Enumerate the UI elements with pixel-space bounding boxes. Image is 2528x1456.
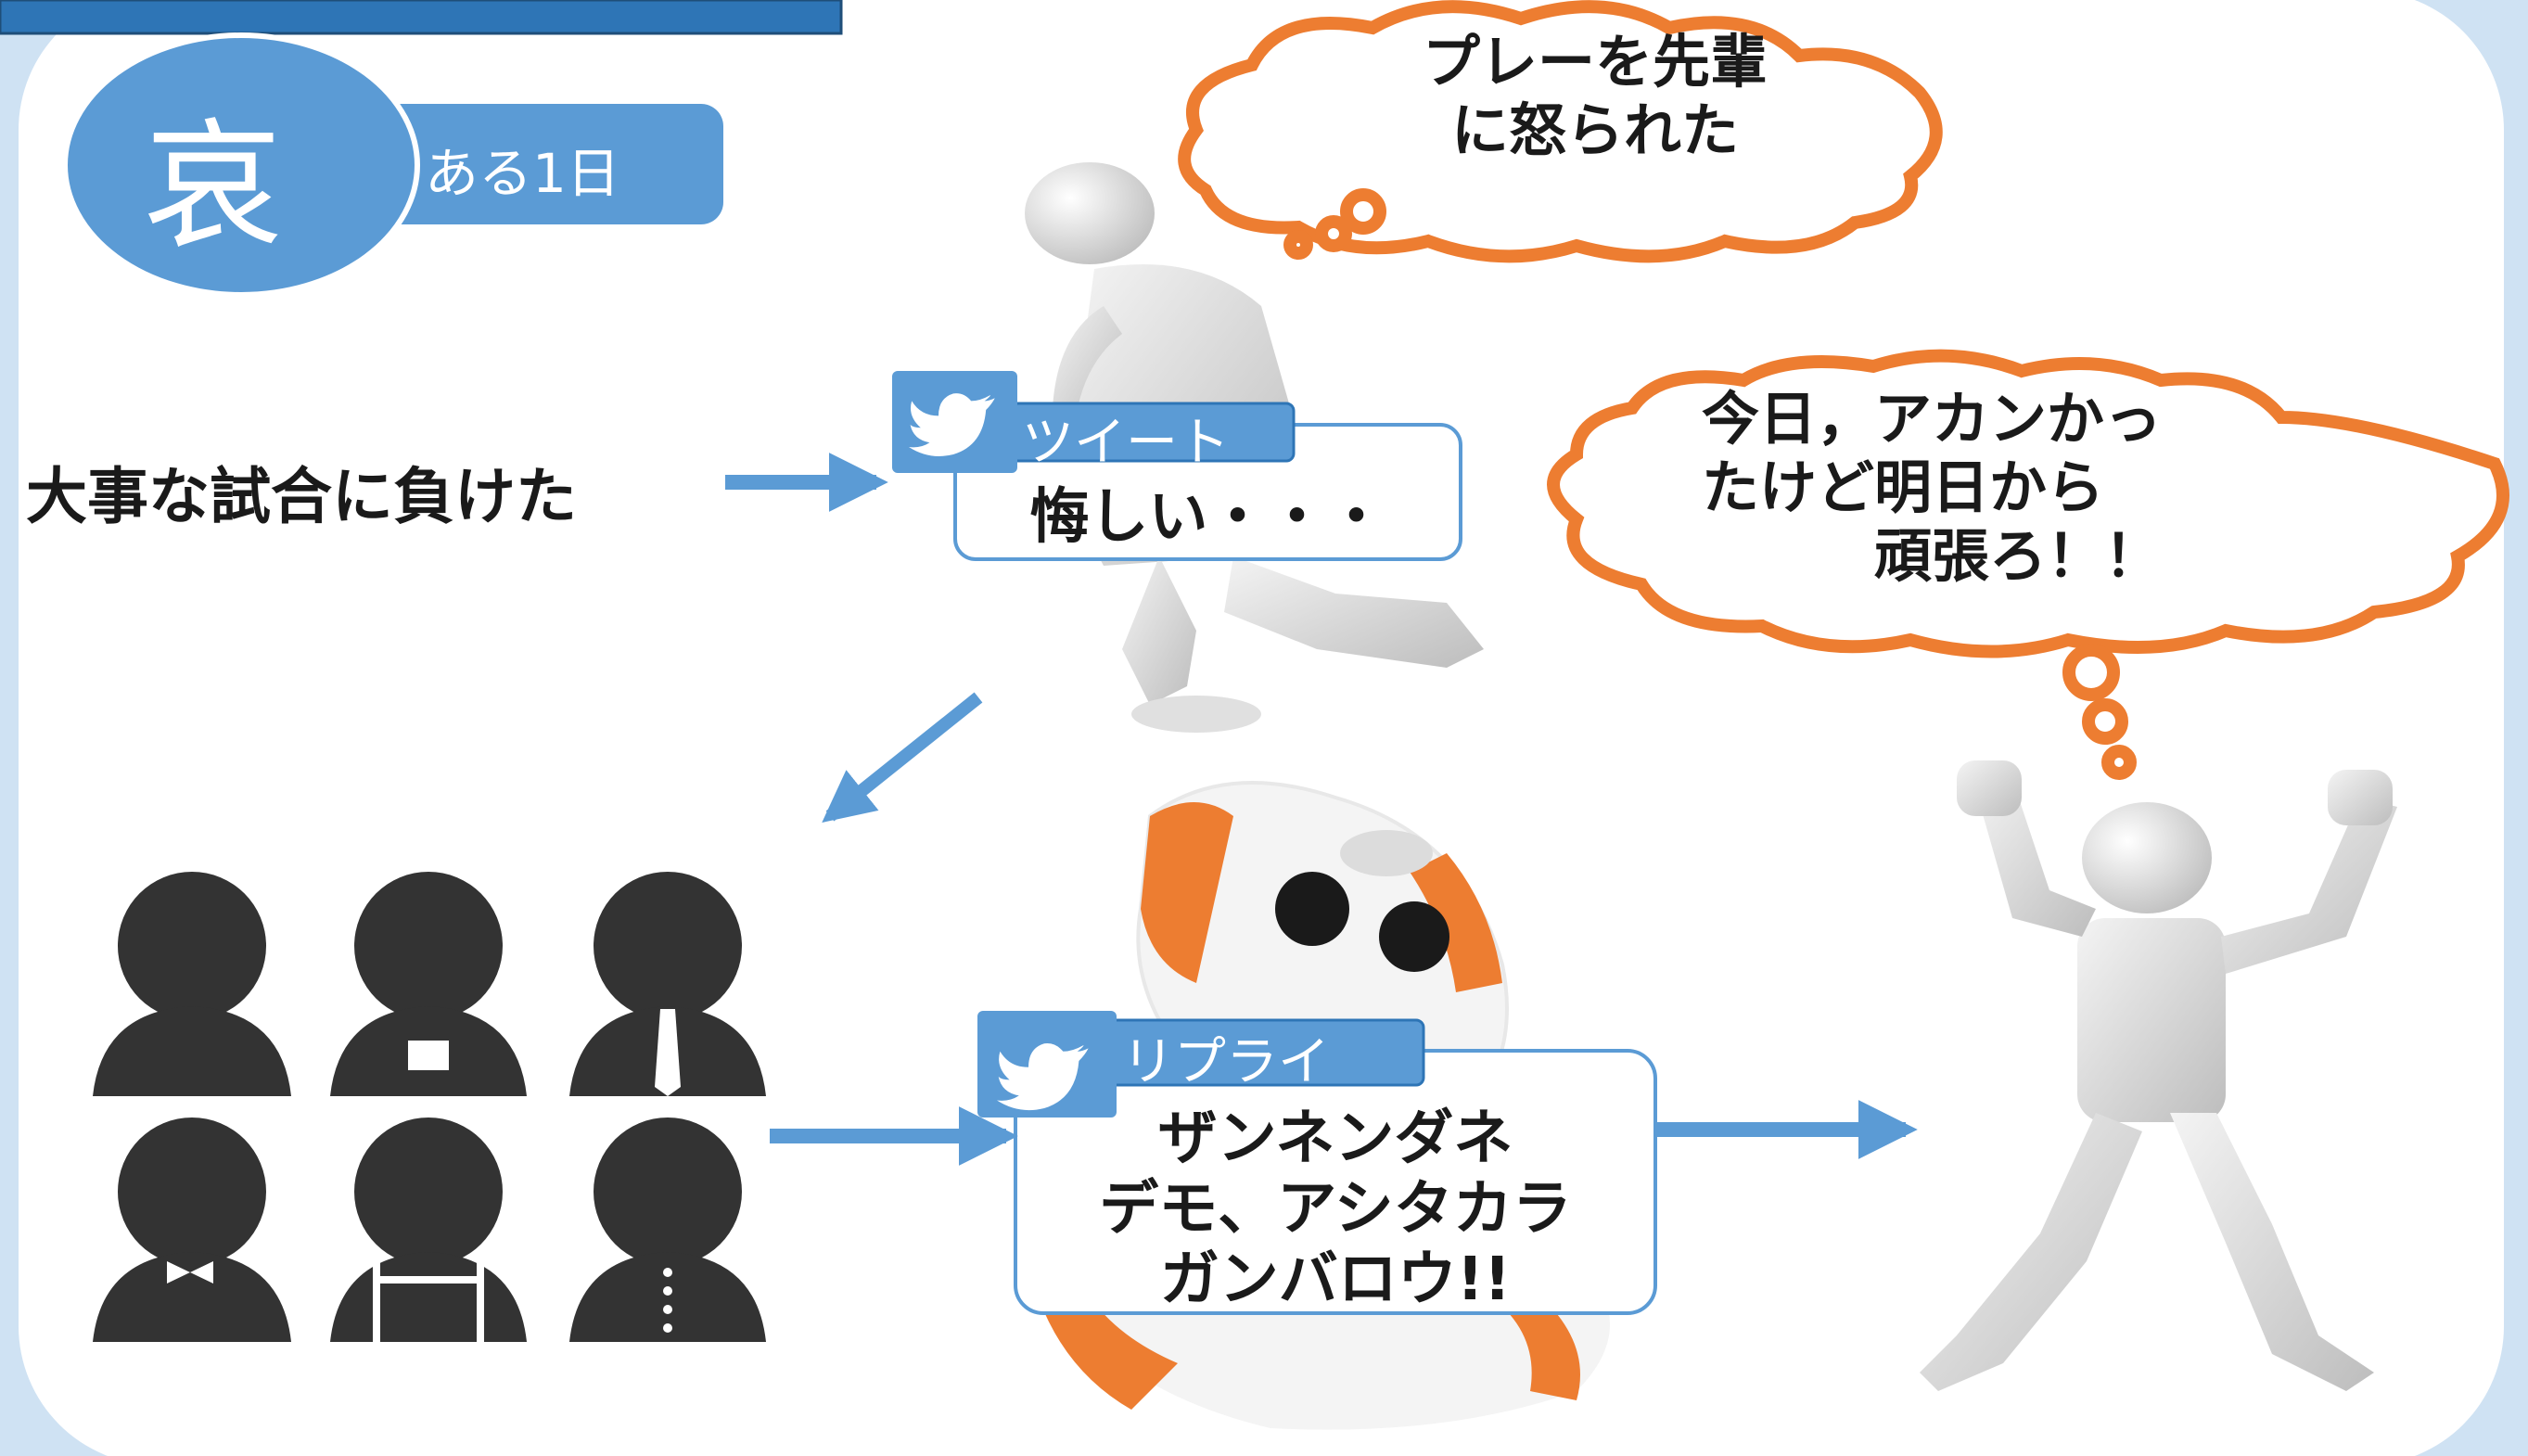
person-tie-icon — [569, 872, 766, 1096]
tweet-card — [892, 371, 1462, 561]
tweet-label: ツイート — [1022, 413, 1230, 473]
thought-right-text: 今日，アカンかっ たけど明日から 頑張ろ！！ — [1702, 385, 2163, 590]
tweet-text: 悔しい・・・ — [1029, 483, 1386, 552]
person-buttons-icon — [569, 1118, 766, 1342]
thought-cloud-top — [1178, 0, 1943, 263]
thought-cloud-right — [1547, 349, 2509, 780]
event-text: 大事な試合に負けた — [26, 461, 577, 532]
twitter-bird-icon — [997, 1043, 1089, 1111]
arrow-tweet-to-people — [822, 692, 983, 823]
emotion-circle — [62, 32, 420, 298]
person-apron-icon — [330, 1118, 527, 1342]
day-badge-label: ある1日 — [425, 142, 620, 205]
thought-top-text: プレーを先輩 に怒られた — [1422, 28, 1768, 164]
person-bowtie-icon — [93, 1118, 291, 1342]
people-group — [93, 872, 766, 1342]
cheering-figure — [1920, 760, 2397, 1391]
twitter-bird-icon — [909, 393, 995, 456]
person-icon — [93, 872, 291, 1096]
person-shirt-icon — [330, 872, 527, 1096]
reply-label: リプライ — [1122, 1032, 1330, 1092]
reply-text: ザンネンダネ デモ、アシタカラ ガンバロウ!! — [1099, 1105, 1572, 1314]
emotion-kanji: 哀 — [144, 107, 284, 268]
title-bar — [0, 0, 843, 35]
